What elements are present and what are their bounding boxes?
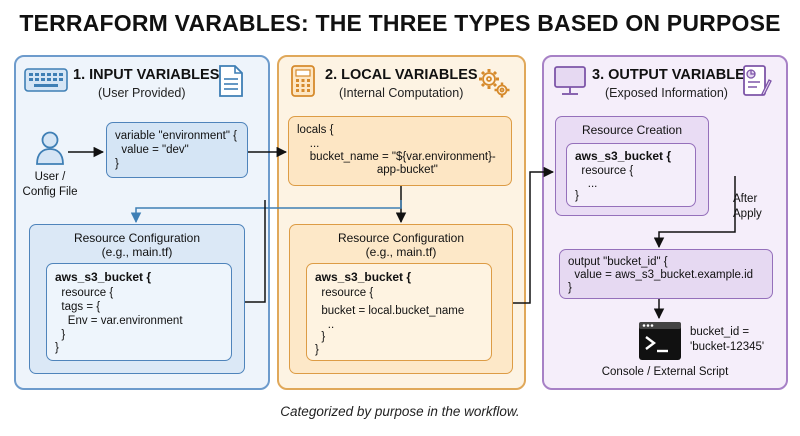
report-icon <box>742 64 772 103</box>
locals-line-3: bucket_name = "${var.environment}- <box>297 151 496 163</box>
diagram-title: TERRAFORM VARABLES: THE THREE TYPES BASE… <box>19 10 781 36</box>
input-resource-line-2: tags = { <box>55 301 101 313</box>
variable-declaration-box: variable "environment" { value = "dev" } <box>106 122 248 178</box>
result-line-2: 'bucket-12345' <box>690 341 765 353</box>
output-header: 3. OUTPUT VARIABLES <box>592 67 755 83</box>
local-resource-config-box: Resource Configuration (e.g., main.tf) a… <box>289 224 513 374</box>
diagram-footer: Categorized by purpose in the workflow. <box>280 404 520 419</box>
locals-line-2: ... <box>297 138 320 150</box>
local-resource-line-1: resource { <box>315 287 374 299</box>
after-apply-label-2: Apply <box>733 208 762 220</box>
output-line-1: output "bucket_id" { <box>568 256 668 268</box>
local-header: 2. LOCAL VARIABLES <box>325 67 478 83</box>
monitor-icon <box>553 65 587 102</box>
creation-line-3: } <box>575 190 579 202</box>
arrow-after-apply <box>653 176 736 249</box>
console-label: Console / External Script <box>601 366 729 378</box>
input-resource-title-1: Resource Configuration <box>73 231 201 245</box>
input-resource-name: aws_s3_bucket { <box>55 270 152 284</box>
variable-line-1: variable "environment" { <box>115 130 237 142</box>
local-resource-line-3: .. <box>315 319 335 331</box>
input-resource-config-box: Resource Configuration (e.g., main.tf) a… <box>29 224 245 374</box>
locals-line-4: app-bucket" <box>297 164 438 176</box>
input-resource-line-5: } <box>55 342 59 354</box>
input-resource-line-3: Env = var.environment <box>55 315 183 327</box>
output-block-box: output "bucket_id" { value = aws_s3_buck… <box>559 249 773 299</box>
output-subtitle: (Exposed Information) <box>605 86 728 100</box>
output-line-2: value = aws_s3_bucket.example.id <box>568 269 754 281</box>
resource-creation-title: Resource Creation <box>581 123 683 137</box>
local-resource-line-4: } <box>315 331 326 343</box>
input-resource-line-1: resource { <box>55 287 114 299</box>
local-resource-code-box: aws_s3_bucket { resource { bucket = loca… <box>306 263 492 361</box>
creation-line-1: resource { <box>575 165 634 177</box>
local-resource-line-2: bucket = local.bucket_name <box>315 305 465 317</box>
result-line-1: bucket_id = <box>690 326 750 338</box>
local-resource-title-1: Resource Configuration <box>337 231 465 245</box>
terminal-icon <box>638 321 682 366</box>
calculator-icon <box>290 64 316 103</box>
after-apply-label-1: After <box>733 193 758 205</box>
output-line-3: } <box>568 282 572 294</box>
input-header: 1. INPUT VARIABLES <box>73 67 220 83</box>
locals-line-1: locals { <box>297 124 334 136</box>
variable-line-2: value = "dev" <box>115 144 189 156</box>
user-icon <box>34 130 66 171</box>
local-resource-title-2: (e.g., main.tf) <box>365 245 437 259</box>
document-icon <box>218 64 244 103</box>
line-input-resource-up <box>243 200 266 303</box>
variable-line-3: } <box>115 158 119 170</box>
gears-icon <box>476 66 512 105</box>
local-subtitle: (Internal Computation) <box>339 86 464 100</box>
keyboard-icon <box>24 66 68 99</box>
input-resource-title-2: (e.g., main.tf) <box>101 245 173 259</box>
resource-creation-box: Resource Creation aws_s3_bucket { resour… <box>555 116 709 216</box>
input-resource-code-box: aws_s3_bucket { resource { tags = { Env … <box>46 263 232 361</box>
locals-block-box: locals { ... bucket_name = "${var.enviro… <box>288 116 512 186</box>
resource-creation-code-box: aws_s3_bucket { resource { ... } <box>566 143 696 207</box>
creation-resource-name: aws_s3_bucket { <box>575 149 672 163</box>
creation-line-2: ... <box>575 178 598 190</box>
local-resource-line-5: } <box>315 344 319 356</box>
user-label-line1: User / <box>34 171 66 183</box>
local-resource-name: aws_s3_bucket { <box>315 270 412 284</box>
user-label-line2: Config File <box>22 186 78 198</box>
arrow-locals-to-input-resource <box>130 200 402 224</box>
input-resource-line-4: } <box>55 329 66 341</box>
input-subtitle: (User Provided) <box>98 86 186 100</box>
arrow-resource-to-creation <box>512 166 555 304</box>
